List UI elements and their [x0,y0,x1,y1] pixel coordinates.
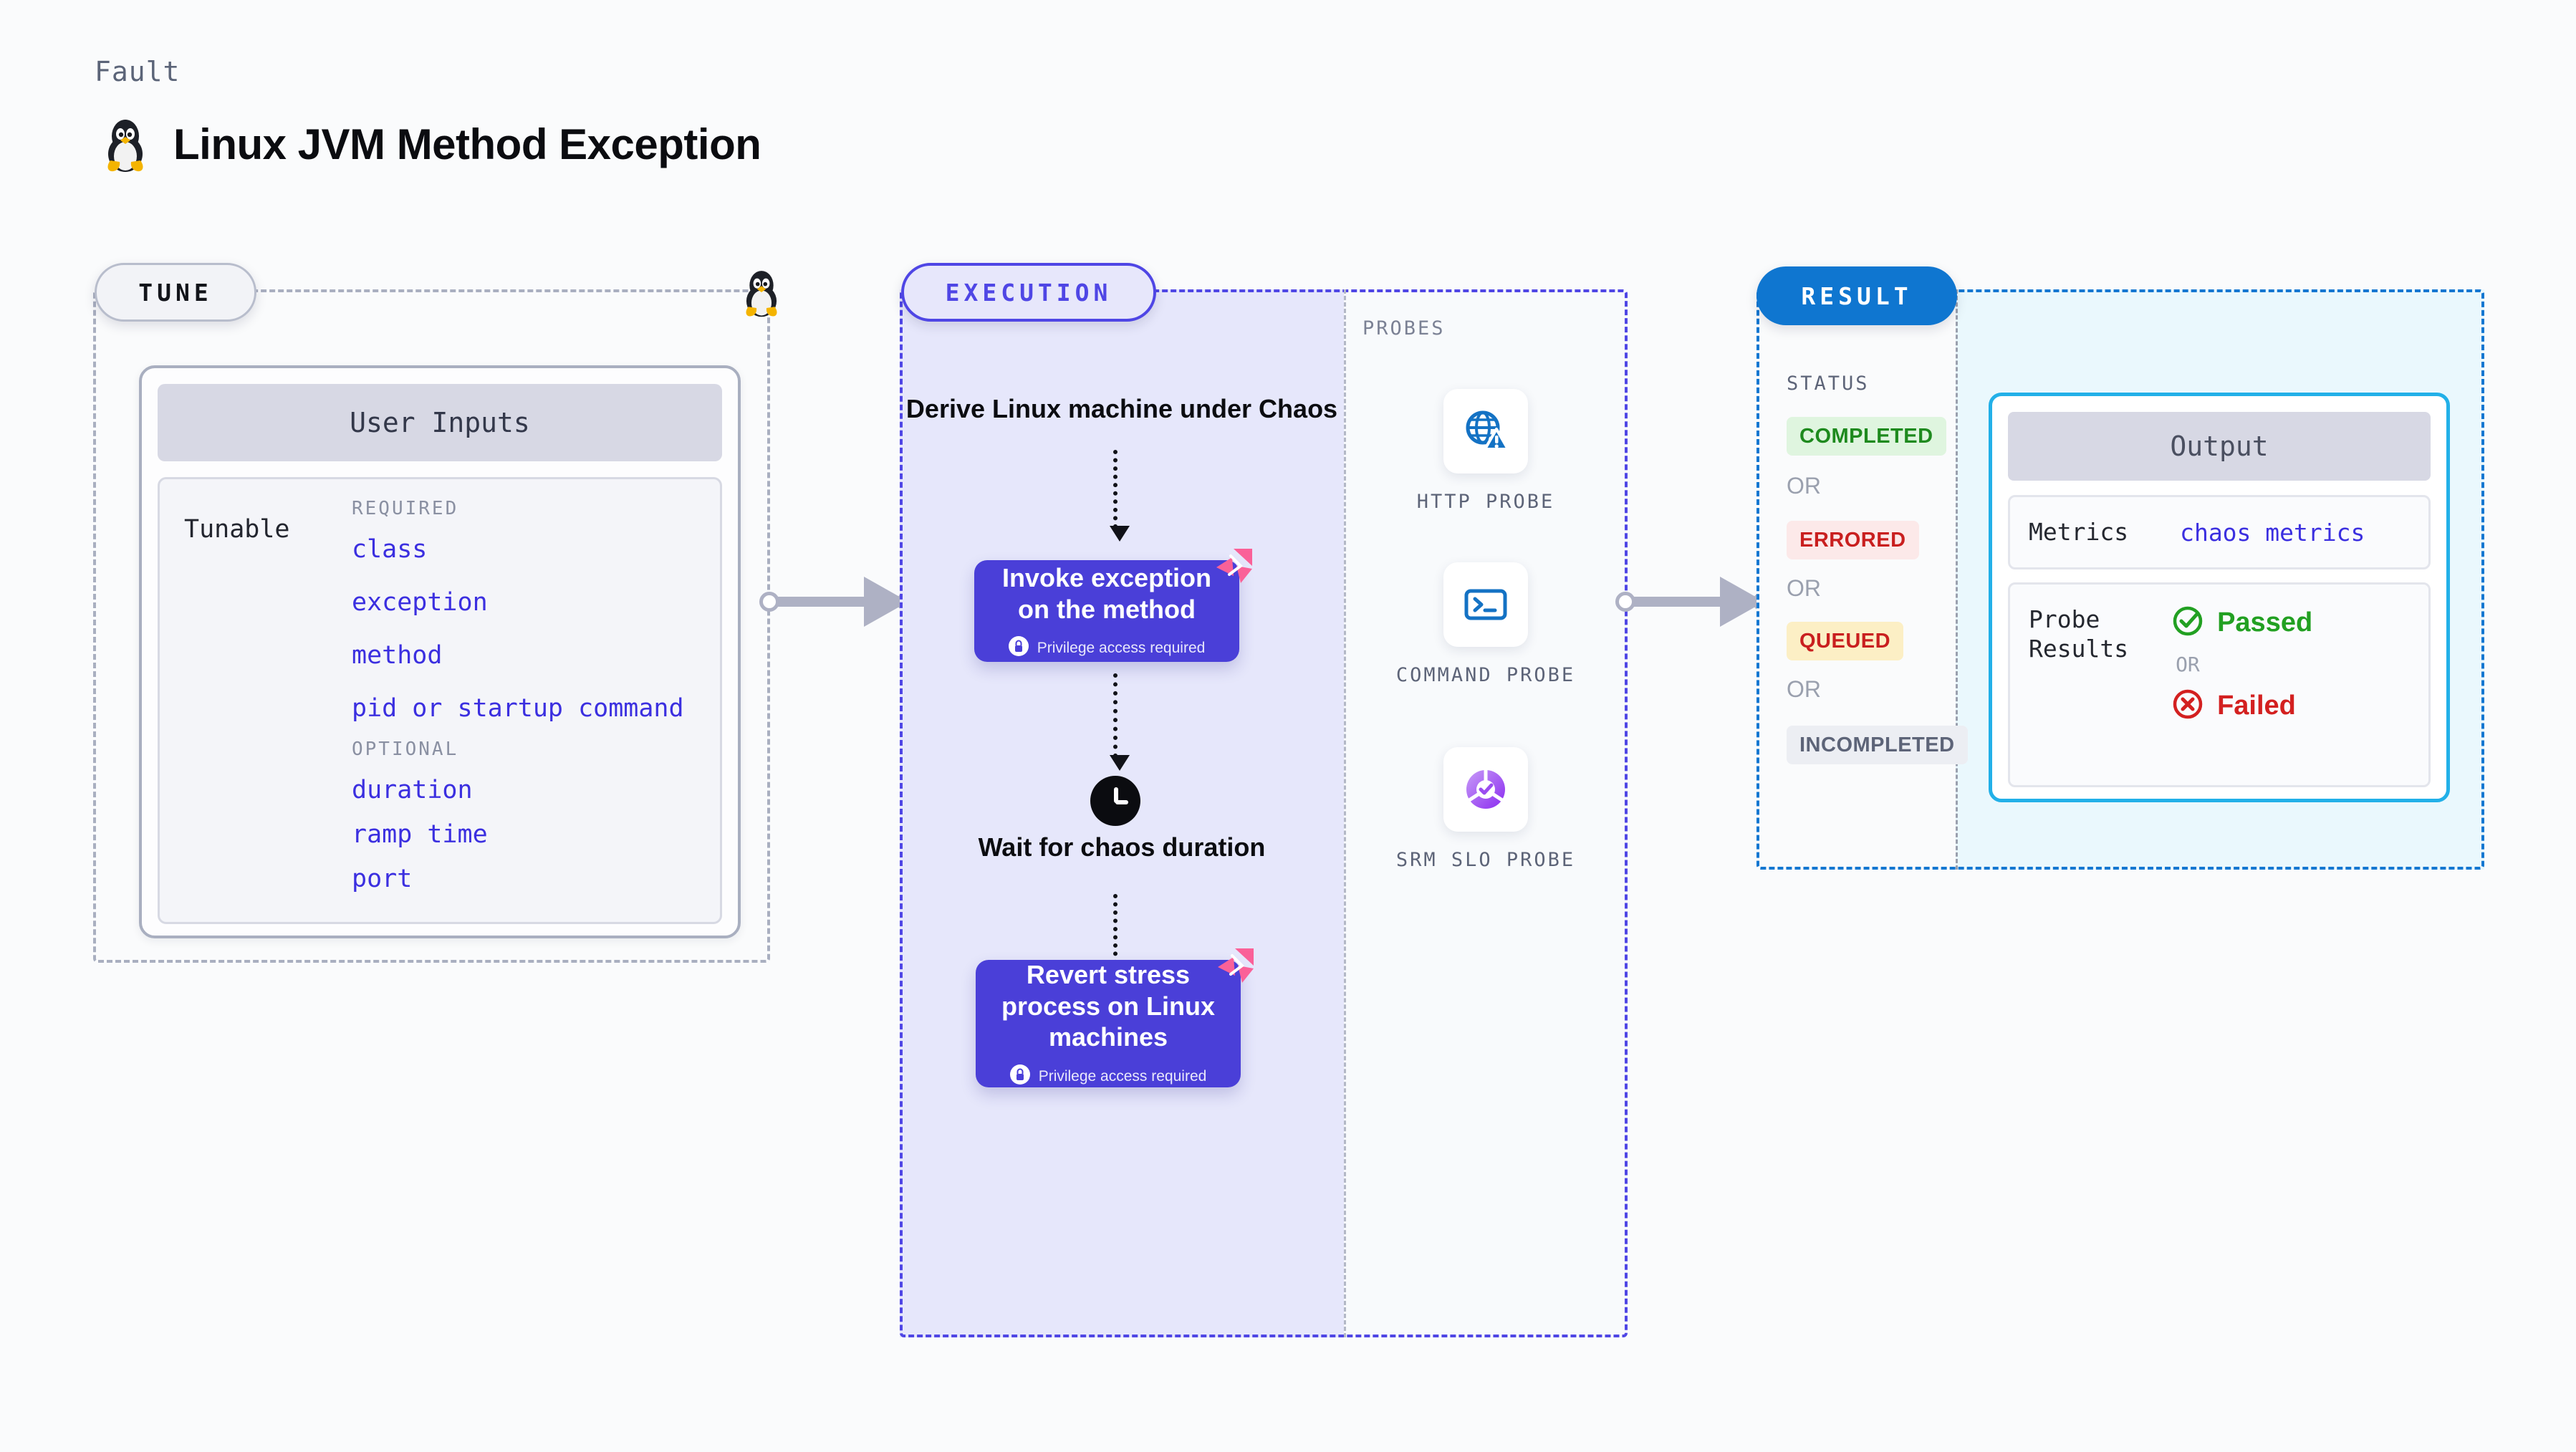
output-title: Output [2008,412,2431,481]
tunable-label: Tunable [184,515,290,544]
probe-result-or: OR [2176,653,2200,676]
tunable-item-port[interactable]: port [352,865,413,893]
privilege-text-2: Privilege access required [1038,1067,1207,1085]
tunable-group-optional-label: OPTIONAL [352,739,459,760]
result-badge[interactable]: RESULT [1756,266,1957,325]
globe-warning-icon [1443,389,1528,473]
tunable-item-class[interactable]: class [352,535,428,564]
page-title-text: Linux JVM Method Exception [173,120,761,168]
output-card: Output Metrics chaos metrics Probe Resul… [1989,393,2450,802]
status-or-2: OR [1787,575,1821,601]
flow-arrow-3 [1110,894,1130,977]
flow-arrow-1 [1110,450,1130,542]
tunable-item-duration[interactable]: duration [352,776,473,804]
metrics-label: Metrics [2029,518,2129,547]
probe-result-passed-label: Passed [2217,607,2313,638]
tunable-item-ramp-time[interactable]: ramp time [352,820,488,849]
execution-panel [900,289,1628,1337]
probe-label-http: HTTP PROBE [1416,491,1555,513]
probes-divider [1344,289,1346,1337]
probe-label-command: COMMAND PROBE [1395,664,1576,686]
tunable-list: REQUIRED class exception method pid or s… [352,498,707,903]
flow-arrow-2 [1110,673,1130,771]
probe-results-row: Probe Results Passed OR [2008,582,2431,787]
clock-icon [1090,776,1140,826]
slo-donut-check-icon [1443,747,1528,832]
tunable-box: Tunable REQUIRED class exception method … [158,477,722,924]
terminal-icon [1443,562,1528,647]
user-inputs-title: User Inputs [158,384,722,461]
linux-tux-icon [100,115,150,173]
status-badge-incompleted: INCOMPLETED [1787,726,1968,764]
result-status-fill [1756,289,1956,870]
tunable-item-method[interactable]: method [352,641,443,670]
tune-linux-tux-icon [739,266,784,322]
fault-kicker: Fault [95,56,181,87]
litmus-chaos-icon [1212,544,1256,592]
tune-badge[interactable]: TUNE [95,263,256,322]
execution-card-invoke[interactable]: Invoke exception on the method Privilege… [974,560,1239,662]
status-title: STATUS [1787,372,1870,395]
execution-card-revert[interactable]: Revert stress process on Linux machines … [976,960,1241,1087]
metrics-value[interactable]: chaos metrics [2180,518,2365,547]
probe-results-values: Passed OR Failed [2171,605,2312,765]
probe-result-failed: Failed [2171,688,2312,724]
probe-item-srm-slo[interactable]: SRM SLO PROBE [1378,747,1593,873]
lock-icon [1009,1064,1030,1088]
metrics-row: Metrics chaos metrics [2008,495,2431,569]
probe-results-label: Probe Results [2029,605,2129,663]
x-circle-icon [2171,688,2204,724]
execution-card-invoke-label: Invoke exception on the method [1001,562,1212,624]
execution-card-revert-label: Revert stress process on Linux machines [1001,959,1216,1052]
execution-step-wait: Wait for chaos duration [978,832,1266,862]
connector-tune-to-execution [759,577,917,627]
user-inputs-card: User Inputs Tunable REQUIRED class excep… [139,365,741,938]
status-badge-queued: QUEUED [1787,622,1904,660]
status-or-1: OR [1787,473,1821,499]
privilege-row: Privilege access required [1008,636,1206,660]
status-badge-errored: ERRORED [1787,521,1919,559]
check-circle-icon [2171,605,2204,641]
tunable-item-pid-or-startup-command[interactable]: pid or startup command [352,694,684,723]
result-panel [1756,289,2484,870]
probes-title: PROBES [1363,317,1446,340]
tunable-group-required-label: REQUIRED [352,498,459,519]
probe-item-http[interactable]: HTTP PROBE [1378,389,1593,515]
status-badge-completed: COMPLETED [1787,417,1946,456]
probe-result-passed: Passed [2171,605,2312,641]
tunable-item-exception[interactable]: exception [352,588,488,617]
lock-icon [1008,636,1029,660]
probe-result-failed-label: Failed [2217,691,2296,721]
connector-execution-to-result [1615,577,1773,627]
result-divider [1956,289,1958,870]
privilege-row-2: Privilege access required [1009,1064,1207,1088]
probe-label-srm-slo: SRM SLO PROBE [1395,849,1576,871]
litmus-chaos-icon [1213,944,1258,992]
privilege-text: Privilege access required [1037,639,1206,656]
execution-badge[interactable]: EXECUTION [901,263,1156,322]
execution-step-derive: Derive Linux machine under Chaos [905,394,1338,423]
status-or-3: OR [1787,676,1821,702]
page-title: Linux JVM Method Exception [100,115,761,173]
tune-panel [93,289,770,963]
probe-item-command[interactable]: COMMAND PROBE [1378,562,1593,688]
